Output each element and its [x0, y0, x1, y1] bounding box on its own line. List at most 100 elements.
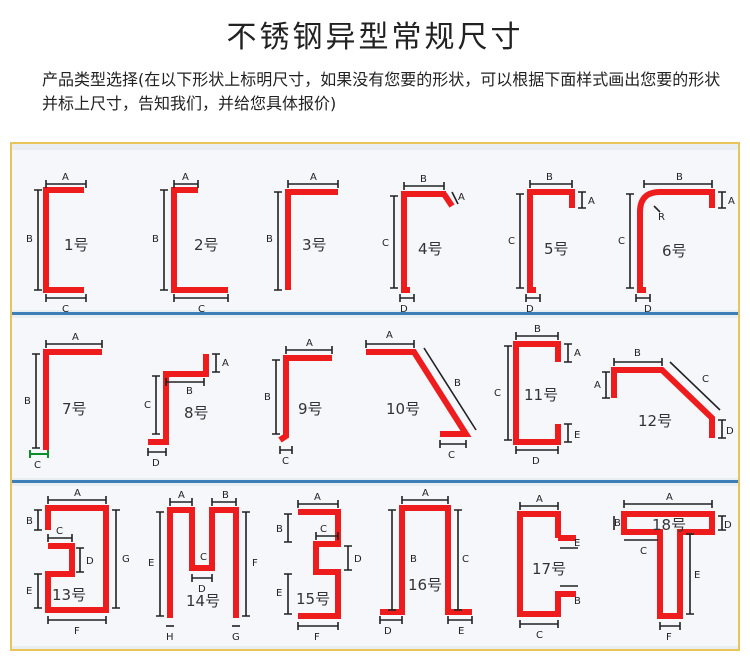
shape-8[interactable]: A B C D 8号: [138, 318, 258, 478]
shape-17-label-e: E: [574, 538, 580, 549]
shape-14-label-f: F: [252, 558, 258, 569]
shape-10-label-b: B: [454, 378, 461, 389]
shape-7-label-c: C: [34, 460, 41, 471]
shape-3[interactable]: A B 3号: [258, 150, 378, 310]
shape-7-label-a: A: [72, 332, 79, 343]
shape-14[interactable]: A B C D E F H G 14号: [138, 486, 258, 646]
shape-18-label-b: B: [614, 518, 621, 529]
shape-7-number: 7号: [62, 400, 87, 418]
shape-6[interactable]: B A R C D 6号: [618, 150, 738, 315]
shape-13-label-b: B: [26, 516, 33, 527]
shape-13-label-e: E: [26, 586, 32, 597]
shape-17-label-b: B: [574, 596, 581, 607]
shape-5-label-d: D: [526, 304, 534, 315]
shape-11-label-a: A: [574, 348, 581, 359]
shape-12-label-d: D: [726, 426, 734, 437]
shape-10[interactable]: A B C 10号: [365, 318, 498, 478]
shape-18-label-a: A: [666, 492, 673, 503]
shape-15-label-a: A: [314, 492, 321, 503]
shape-9-number: 9号: [298, 400, 323, 418]
shape-4-label-b: B: [420, 174, 427, 185]
shape-14-label-h: H: [166, 632, 174, 643]
shape-11-number: 11号: [524, 386, 558, 404]
shape-11-label-c: C: [494, 388, 501, 399]
shape-15-label-b: B: [276, 524, 283, 535]
shape-16-number: 16号: [408, 576, 442, 594]
shape-1-label-a: A: [62, 172, 69, 183]
shape-9-label-c: C: [282, 456, 289, 467]
shape-row-3: A B C D E F G 13号 A: [12, 486, 738, 646]
page-title: 不锈钢异型常规尺寸: [226, 20, 524, 55]
shape-14-label-a: A: [178, 490, 185, 501]
shape-14-label-e: E: [148, 558, 154, 569]
shape-8-label-d: D: [152, 458, 160, 469]
shape-9[interactable]: A B C 9号: [258, 318, 378, 478]
shape-13[interactable]: A B C D E F G 13号: [18, 486, 138, 646]
shape-16-label-b: B: [410, 554, 417, 565]
row-divider-1: [12, 312, 738, 315]
shape-1[interactable]: A B C 1号: [18, 150, 138, 315]
shape-17-number: 17号: [532, 560, 566, 578]
shape-14-label-d: D: [198, 584, 206, 595]
shape-4-label-c: C: [382, 238, 389, 249]
shape-11-label-b: B: [534, 324, 541, 335]
shape-12-label-a: A: [594, 380, 601, 391]
shape-6-label-b: B: [676, 172, 683, 183]
shape-row-2: A B C 7号 A B C D 8号: [12, 318, 738, 478]
shape-15-label-d: D: [354, 554, 362, 565]
shape-5-label-a: A: [588, 196, 595, 207]
shape-6-label-d: D: [644, 304, 652, 315]
shape-15-number: 15号: [296, 590, 330, 608]
shape-8-label-a: A: [222, 358, 229, 369]
shape-13-label-a: A: [74, 488, 81, 499]
shape-5[interactable]: B A C D 5号: [498, 150, 618, 315]
shape-11[interactable]: B A C E D 11号: [494, 318, 618, 478]
shape-16[interactable]: A B C D E 16号: [378, 486, 498, 646]
shape-17-label-c: C: [536, 630, 543, 641]
shape-13-label-d: D: [86, 556, 94, 567]
shape-18-label-e: E: [694, 570, 700, 581]
shape-18[interactable]: A B D C E F 18号: [608, 486, 732, 646]
shape-9-label-b: B: [264, 392, 271, 403]
shape-15-label-f: F: [314, 632, 320, 643]
shape-10-number: 10号: [386, 400, 420, 418]
shape-1-label-c: C: [62, 304, 69, 315]
shape-15-label-c: C: [320, 524, 327, 535]
shape-14-label-b: B: [222, 490, 229, 501]
shape-4-label-d: D: [400, 304, 408, 315]
shape-12[interactable]: B A C D 12号: [594, 318, 734, 478]
shape-7[interactable]: A B C 7号: [18, 318, 138, 478]
shape-9-label-a: A: [306, 338, 313, 349]
shape-16-label-e: E: [458, 626, 464, 637]
shape-5-label-b: B: [546, 172, 553, 183]
row-divider-2: [12, 480, 738, 483]
shape-3-number: 3号: [302, 236, 327, 254]
shape-10-label-a: A: [386, 330, 393, 341]
shape-14-number: 14号: [186, 592, 220, 610]
shape-13-label-c: C: [56, 526, 63, 537]
shape-7-label-b: B: [24, 396, 31, 407]
shape-18-number: 18号: [652, 516, 686, 534]
shape-16-label-a: A: [422, 488, 429, 499]
shape-16-label-c: C: [462, 554, 469, 565]
shape-1-label-b: B: [26, 234, 33, 245]
shape-14-label-c: C: [200, 552, 207, 563]
shape-2-label-c: C: [198, 304, 205, 315]
shape-10-label-c: C: [448, 450, 455, 461]
shape-3-label-b: B: [266, 234, 273, 245]
shape-8-label-c: C: [144, 400, 151, 411]
shape-11-label-d: D: [532, 456, 540, 467]
shape-row-1: A B C 1号 A B C 2号: [12, 150, 738, 315]
shape-18-label-c: C: [640, 546, 647, 557]
shape-catalog-panel: A B C 1号 A B C 2号: [10, 142, 740, 651]
shape-17[interactable]: A E B C 17号: [498, 486, 618, 646]
shape-8-number: 8号: [184, 404, 209, 422]
shape-2[interactable]: A B C 2号: [138, 150, 258, 315]
shape-14-label-g: G: [232, 632, 240, 643]
shape-5-label-c: C: [508, 236, 515, 247]
shape-4[interactable]: B A C D 4号: [378, 150, 498, 315]
shape-12-label-b: B: [634, 348, 641, 359]
shape-18-label-d: D: [724, 520, 732, 531]
shape-4-number: 4号: [418, 240, 443, 258]
shape-15[interactable]: A B C D E F 15号: [258, 486, 378, 646]
